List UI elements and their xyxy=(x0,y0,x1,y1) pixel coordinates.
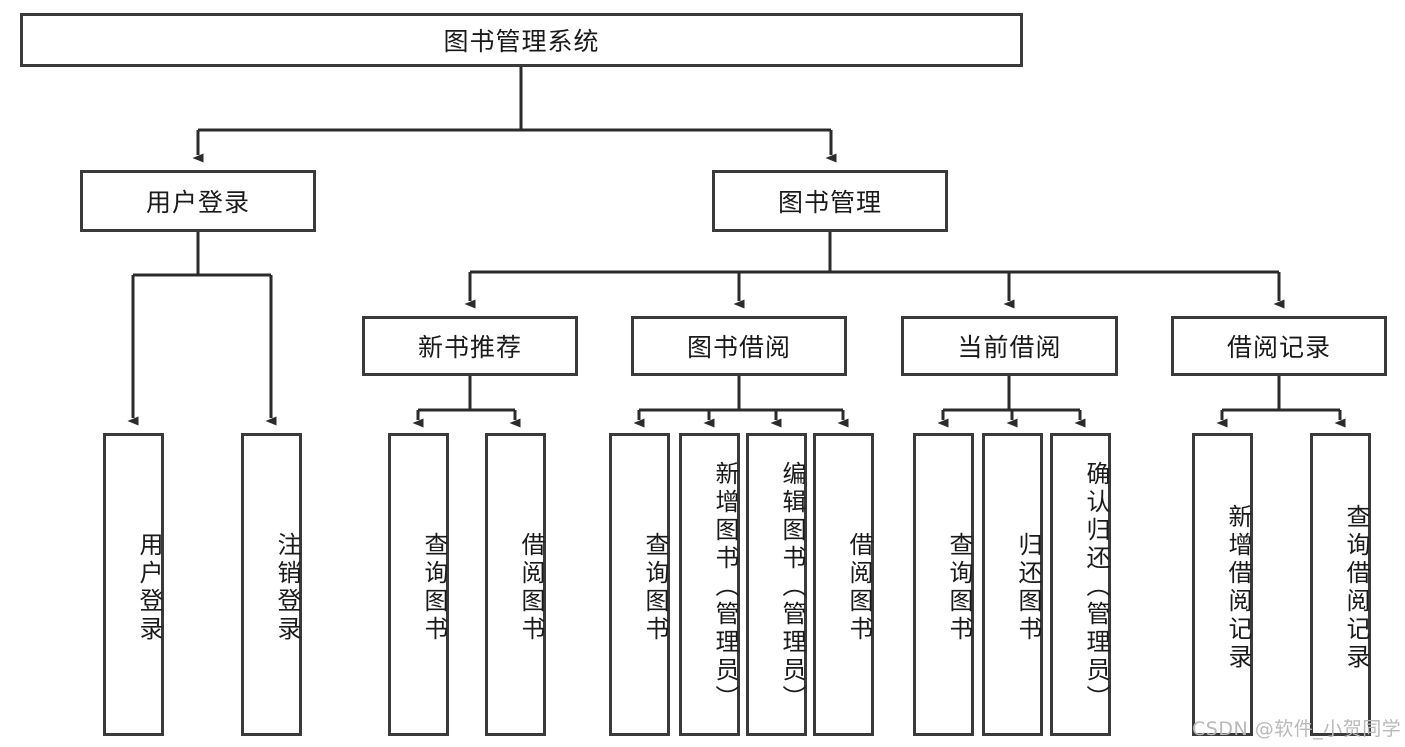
leaf-br-query[interactable]: 查询借阅记录 xyxy=(1310,433,1371,736)
leaf-user-logout[interactable]: 注销登录 xyxy=(241,433,302,736)
node-book-borrow-label: 图书借阅 xyxy=(686,333,791,362)
leaf-cb-confirm-label: 确认归还（管理员） xyxy=(1082,460,1110,713)
leaf-cb-return-label: 归还图书 xyxy=(1014,531,1042,644)
node-book-manage-label: 图书管理 xyxy=(777,188,882,217)
leaf-bb-borrow[interactable]: 借阅图书 xyxy=(813,433,874,736)
leaf-br-query-label: 查询借阅记录 xyxy=(1342,503,1370,672)
leaf-bb-query-label: 查询图书 xyxy=(641,531,669,644)
node-root[interactable]: 图书管理系统 xyxy=(20,13,1023,67)
leaf-cb-query-label: 查询图书 xyxy=(945,531,973,644)
leaf-user-logout-label: 注销登录 xyxy=(273,531,301,644)
node-user-login[interactable]: 用户登录 xyxy=(80,170,316,232)
leaf-nbr-borrow[interactable]: 借阅图书 xyxy=(485,433,546,736)
leaf-bb-add[interactable]: 新增图书（管理员） xyxy=(679,433,740,736)
node-borrow-record-label: 借阅记录 xyxy=(1226,333,1331,362)
node-book-manage[interactable]: 图书管理 xyxy=(712,170,948,232)
leaf-cb-return[interactable]: 归还图书 xyxy=(982,433,1043,736)
leaf-nbr-query-label: 查询图书 xyxy=(420,531,448,644)
leaf-cb-confirm[interactable]: 确认归还（管理员） xyxy=(1050,433,1111,736)
node-book-borrow[interactable]: 图书借阅 xyxy=(631,316,847,376)
node-current-borrow[interactable]: 当前借阅 xyxy=(901,316,1118,376)
leaf-bb-query[interactable]: 查询图书 xyxy=(609,433,670,736)
leaf-bb-edit-label: 编辑图书（管理员） xyxy=(778,460,806,713)
leaf-nbr-borrow-label: 借阅图书 xyxy=(517,531,545,644)
node-root-label: 图书管理系统 xyxy=(443,27,600,56)
leaf-nbr-query[interactable]: 查询图书 xyxy=(388,433,449,736)
node-new-book-rec-label: 新书推荐 xyxy=(417,333,522,362)
node-current-borrow-label: 当前借阅 xyxy=(957,333,1062,362)
node-user-login-label: 用户登录 xyxy=(145,188,250,217)
leaf-user-login-label: 用户登录 xyxy=(135,531,163,644)
leaf-br-add-label: 新增借阅记录 xyxy=(1224,503,1252,672)
leaf-bb-add-label: 新增图书（管理员） xyxy=(711,460,739,713)
leaf-cb-query[interactable]: 查询图书 xyxy=(913,433,974,736)
leaf-bb-edit[interactable]: 编辑图书（管理员） xyxy=(746,433,807,736)
leaf-bb-borrow-label: 借阅图书 xyxy=(845,531,873,644)
leaf-br-add[interactable]: 新增借阅记录 xyxy=(1192,433,1253,736)
node-new-book-rec[interactable]: 新书推荐 xyxy=(362,316,578,376)
csdn-watermark: CSDN @软件_小贺同学 xyxy=(1192,718,1402,740)
node-borrow-record[interactable]: 借阅记录 xyxy=(1171,316,1387,376)
leaf-user-login[interactable]: 用户登录 xyxy=(103,433,164,736)
